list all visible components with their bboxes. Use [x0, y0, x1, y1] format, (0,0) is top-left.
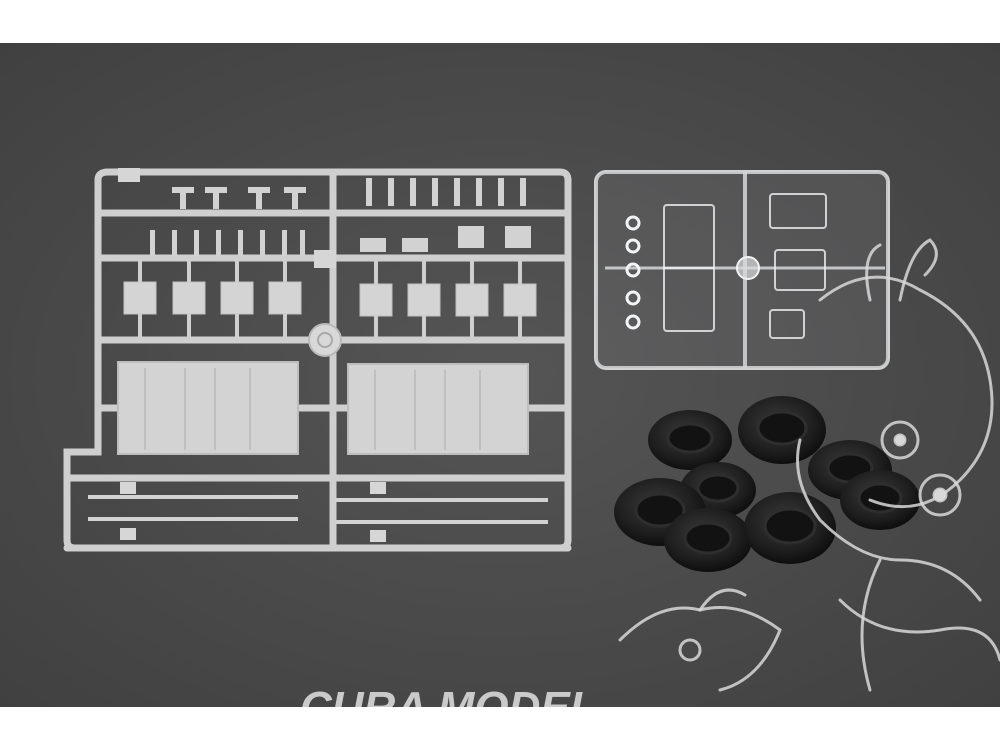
- tire: [648, 410, 732, 470]
- grey-sprue-hub: [308, 323, 342, 357]
- small-t-parts: [172, 187, 306, 209]
- clear-sprue-hub: [736, 256, 760, 280]
- sprue-tab: [118, 168, 140, 182]
- grey-sprue-hub-ring: [317, 332, 333, 348]
- small-y-parts: [150, 226, 531, 256]
- watermark-mascot: [618, 238, 1000, 692]
- tire: [738, 396, 826, 464]
- tire: [744, 492, 836, 564]
- clear-sprue-frame: [594, 170, 890, 370]
- large-panel-left: [117, 361, 299, 455]
- sprue-small-tabs: [120, 482, 386, 542]
- clear-small-lenses: [625, 215, 641, 330]
- tire: [664, 508, 752, 572]
- sprue-tab: [314, 250, 336, 268]
- large-panel-right: [347, 363, 529, 455]
- clear-windows: [663, 193, 827, 339]
- small-peg-parts: [366, 178, 526, 206]
- tire: [840, 470, 920, 530]
- rubber-tires: [614, 396, 920, 572]
- white-frame-bottom: [0, 707, 1000, 750]
- panel-gates: [138, 260, 522, 340]
- long-rods: [88, 495, 548, 524]
